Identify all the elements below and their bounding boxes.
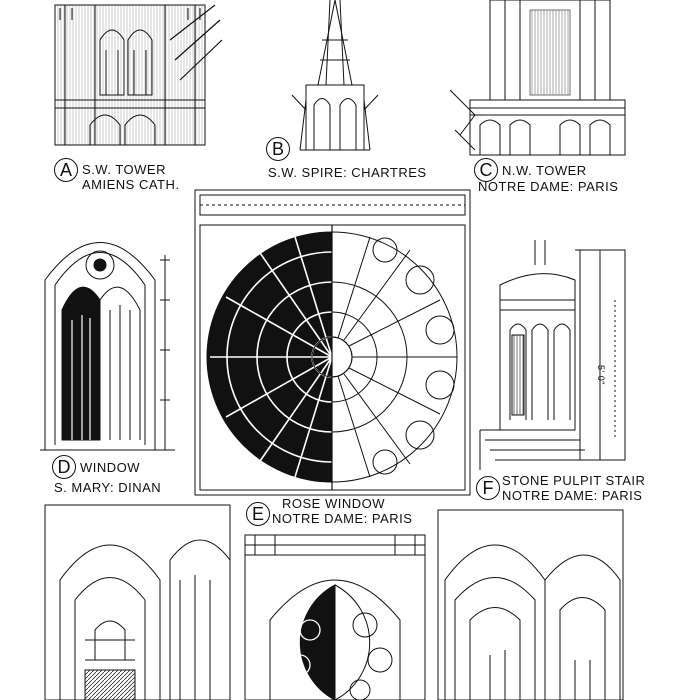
plate-letter-b: B [266,137,290,161]
plate-letter-f: F [476,476,500,500]
plate-letter-a: A [54,158,78,182]
dimension-label: 5' 0" [596,365,606,385]
caption-c-line1: N.W. TOWER [502,163,587,178]
caption-e-line2: NOTRE DAME: PARIS [272,511,413,526]
nw-tower-notre-dame-drawing [449,0,626,156]
stone-pulpit-stair-drawing [479,240,626,470]
plate-letter-c: C [474,158,498,182]
plate-letter-d: D [52,455,76,479]
rose-window-drawing [194,189,471,496]
interior-vault-left-drawing [44,504,231,700]
caption-a-line1: S.W. TOWER [82,162,166,177]
caption-f-line2: NOTRE DAME: PARIS [502,488,643,503]
rose-facade-detail-drawing [244,534,426,700]
interior-arcade-right-drawing [437,509,624,700]
caption-f-line1: STONE PULPIT STAIR [502,473,646,488]
window-dinan-drawing [40,242,175,451]
caption-c-line2: NOTRE DAME: PARIS [478,179,619,194]
plate-letter-e: E [246,502,270,526]
caption-e-line1: ROSE WINDOW [282,496,385,511]
caption-a-line2: AMIENS CATH. [82,177,180,192]
caption-d-line1: WINDOW [80,460,141,475]
caption-b-line1: S.W. SPIRE: CHARTRES [268,165,427,180]
caption-d-line2: S. MARY: DINAN [54,480,162,495]
sw-tower-amiens-drawing [54,4,223,146]
sw-spire-chartres-drawing [291,0,379,151]
